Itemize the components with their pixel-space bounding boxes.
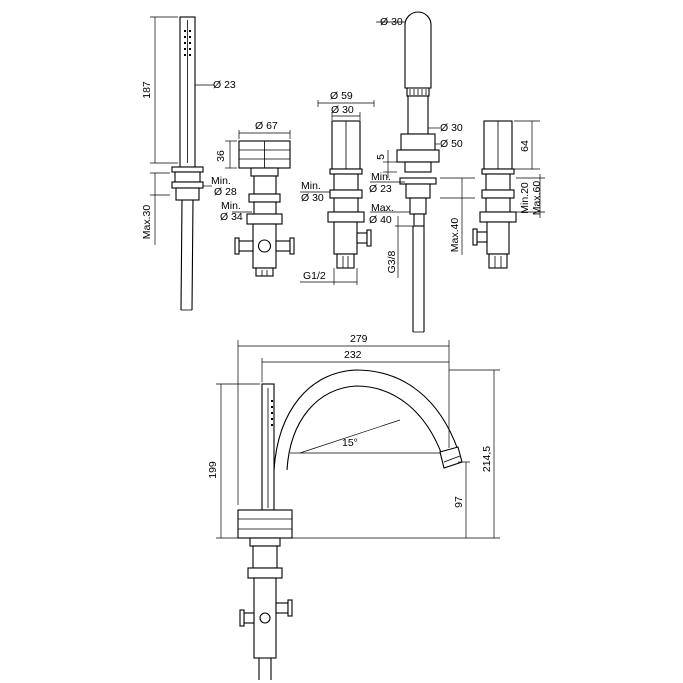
- diverter-max-value: Ø 40: [369, 214, 392, 226]
- diverter-top-diameter-label: Ø 30: [380, 16, 403, 28]
- handshower-min-value: Ø 28: [214, 186, 237, 198]
- knob-dimensions: 64 Min.20 Max.60: [514, 120, 545, 218]
- diverter-min-value: Ø 23: [369, 183, 392, 195]
- handshower-min-label: Min.: [211, 175, 231, 187]
- diverter-base-diameter-label: Ø 50: [440, 138, 463, 150]
- diverter-dimensions: Ø 30 Ø 30 Ø 50 5 Min. Ø 23 Max. Ø 40 G3/…: [369, 16, 475, 278]
- hand-shower-dimensions: 187 Ø 23 Max.30 Min. Ø 28: [141, 16, 237, 245]
- diverter-max-label: Max.: [371, 202, 394, 214]
- spout-dimensions: 279 232 199 214,5 97: [207, 333, 500, 539]
- handshower-height-label: 187: [141, 81, 153, 99]
- spout-reach-outlet-label: 232: [344, 349, 362, 361]
- knob-height-label: 64: [519, 140, 531, 152]
- diverter-thread-label: G3/8: [386, 250, 398, 273]
- mixer-valve: [327, 120, 372, 269]
- spout-outlet-height-label: 97: [453, 496, 465, 508]
- diverter-deck-max-label: Max.40: [449, 218, 461, 253]
- hand-shower: [171, 16, 204, 311]
- mixer-inner-diameter-label: Ø 30: [331, 104, 354, 116]
- mixer-thread-label: G1/2: [303, 270, 326, 282]
- shower-spray-holes: [184, 30, 191, 56]
- diverter-with-shower: [396, 11, 440, 333]
- valve-large-dimensions: Ø 67 36 Min. Ø 34: [215, 120, 291, 223]
- mixer-min-value: Ø 30: [301, 192, 324, 204]
- mixer-min-label: Min.: [301, 180, 321, 192]
- diverter-min-label: Min.: [371, 171, 391, 183]
- spout-angle-label: 15°: [342, 437, 358, 449]
- spout-reach-total-label: 279: [350, 333, 368, 345]
- knob-valve: [472, 120, 517, 269]
- valve-cap-diameter-label: Ø 67: [255, 120, 278, 132]
- knob-deck-max-label: Max.60: [531, 181, 543, 216]
- valve-min-value: Ø 34: [220, 211, 243, 223]
- handshower-deck-max-label: Max.30: [141, 205, 153, 240]
- spout-side-view: 15°: [237, 369, 463, 680]
- valve-large-cap: [234, 140, 295, 277]
- mixer-dimensions: Ø 59 Ø 30 Min. Ø 30 G1/2: [300, 90, 375, 285]
- spout-total-height-label: 214,5: [481, 446, 493, 472]
- valve-min-label: Min.: [221, 200, 241, 212]
- handshower-diameter-label: Ø 23: [213, 79, 236, 91]
- diverter-handle-diameter-label: Ø 30: [440, 122, 463, 134]
- spout-spray-holes: [271, 400, 273, 426]
- diverter-gap-label: 5: [375, 154, 387, 160]
- knob-deck-min-label: Min.20: [519, 182, 531, 214]
- spout-height-label: 199: [207, 461, 219, 479]
- valve-cap-height-label: 36: [215, 150, 227, 162]
- mixer-outer-diameter-label: Ø 59: [330, 90, 353, 102]
